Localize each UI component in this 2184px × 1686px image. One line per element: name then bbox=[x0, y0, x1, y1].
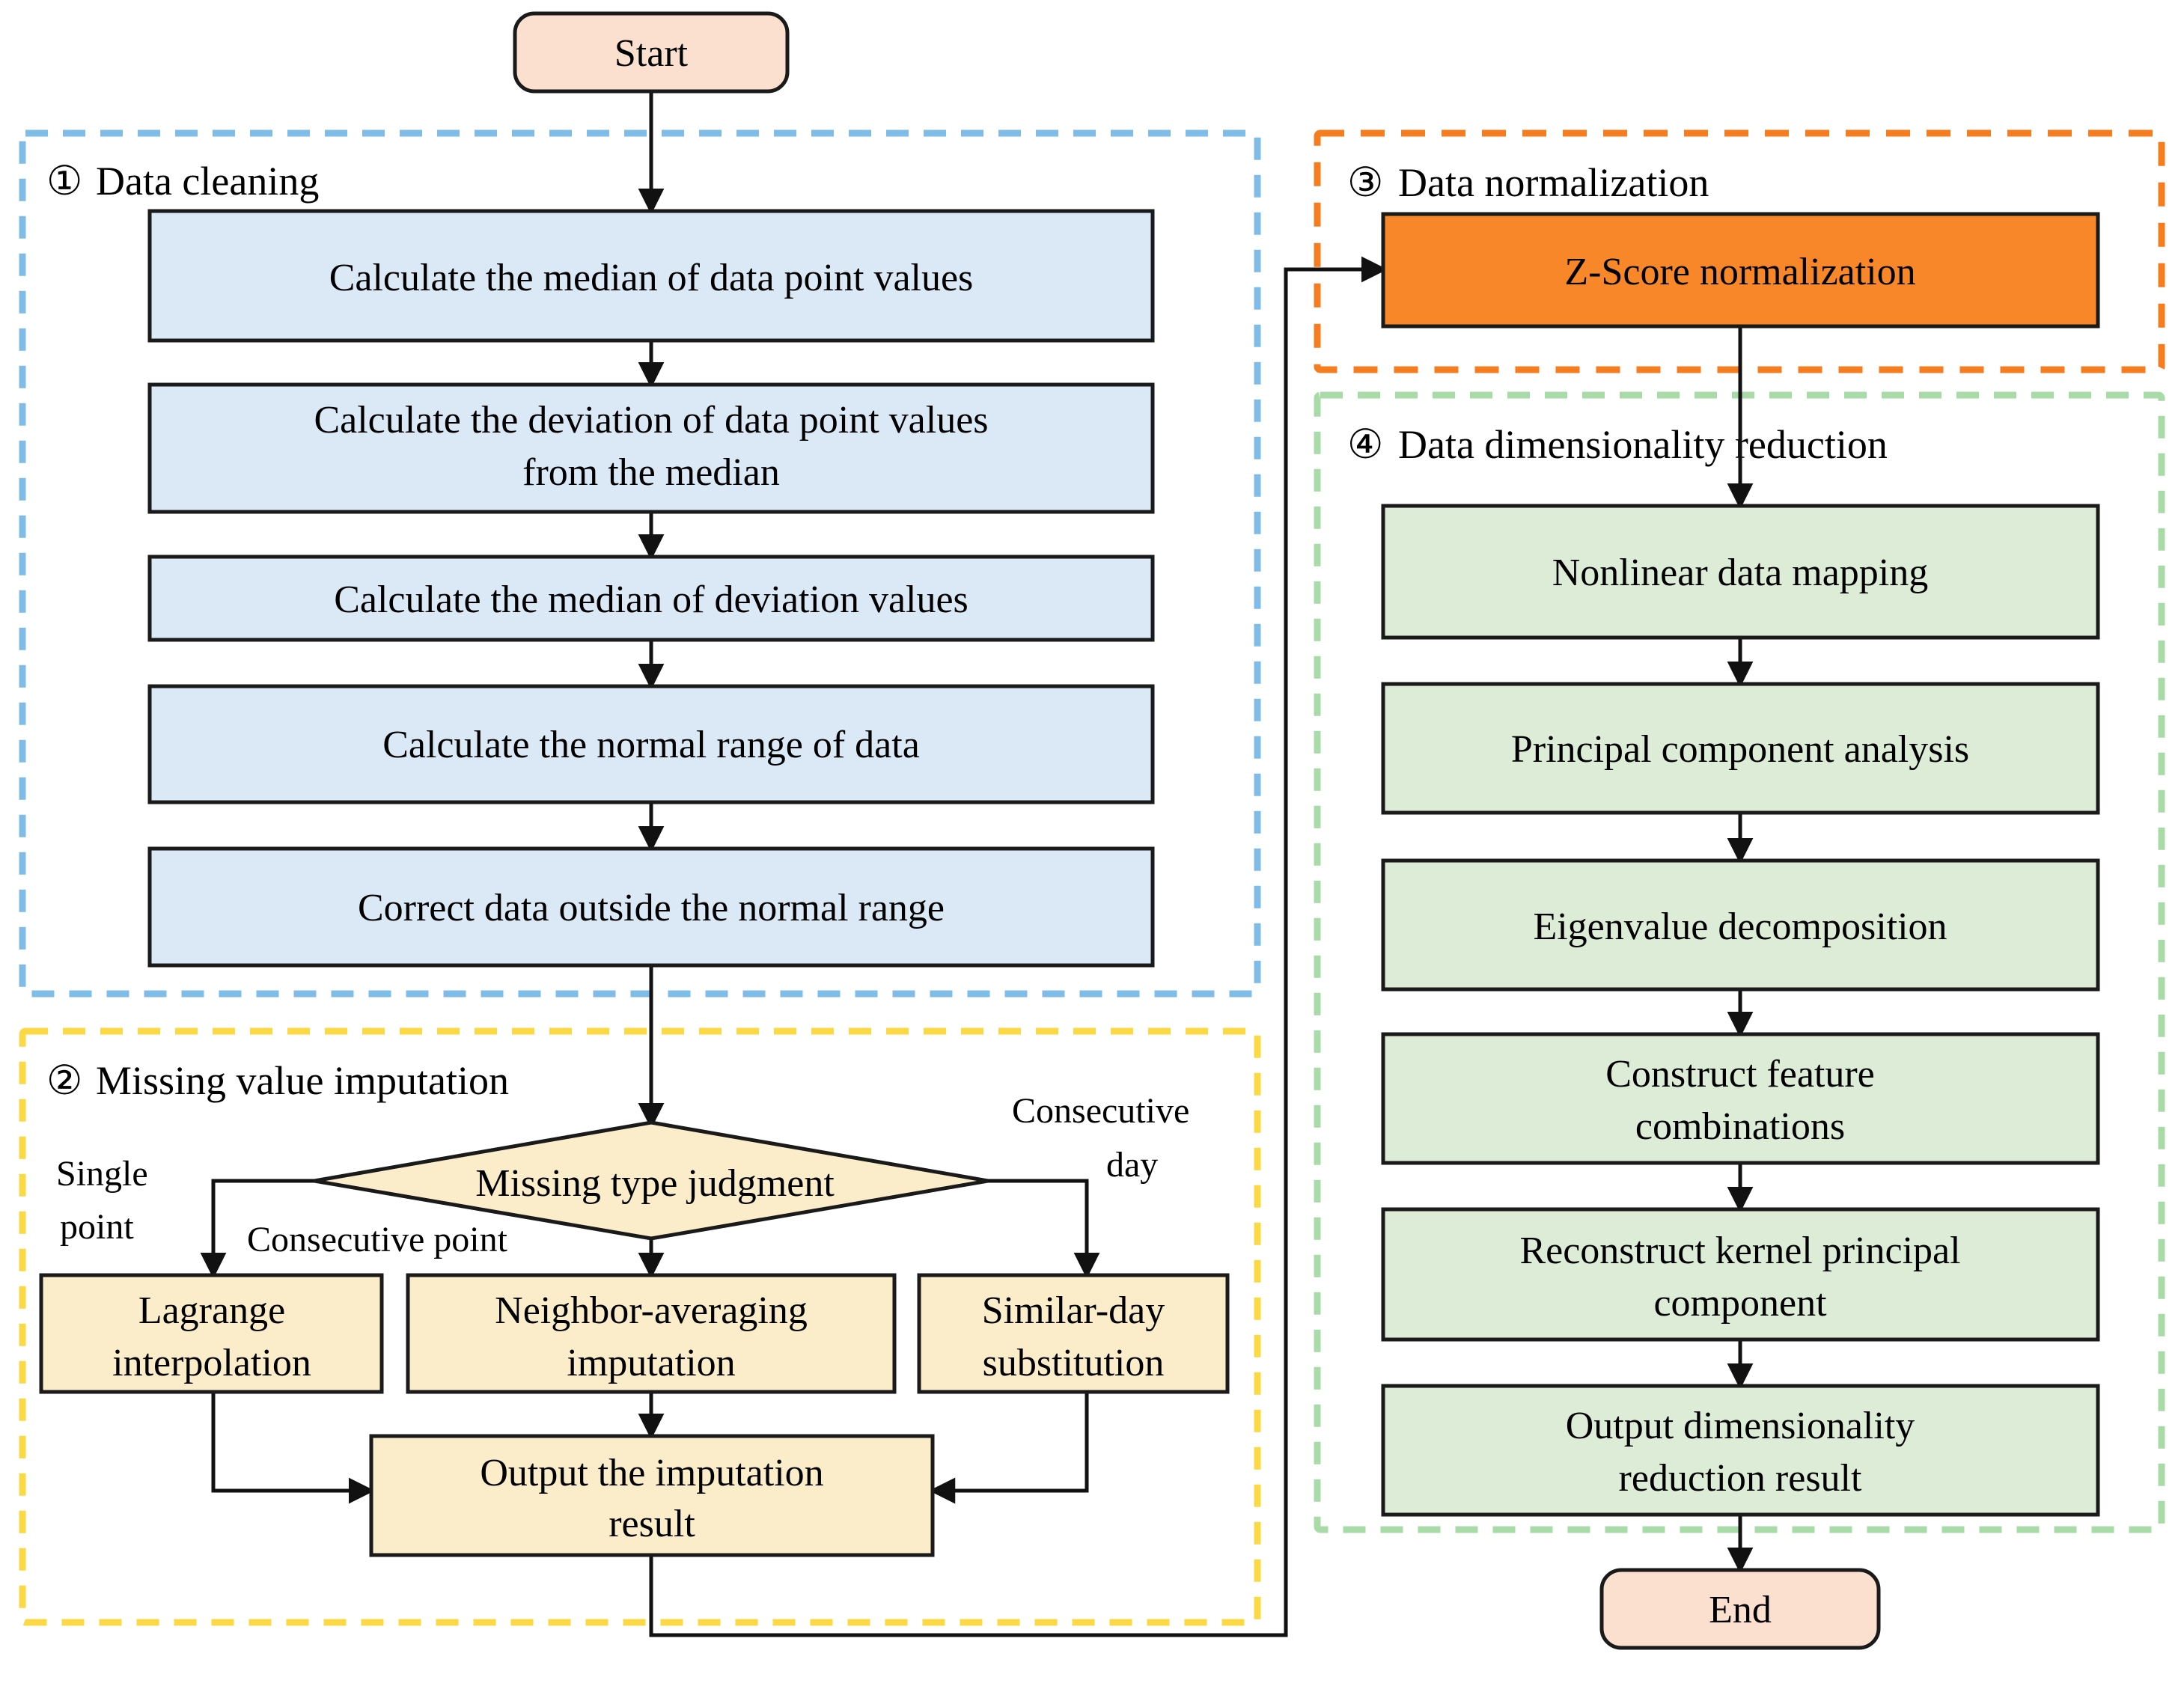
group-marker-data-dimensionality-reduction: ④ bbox=[1347, 422, 1383, 467]
node-construct-feature-combinations[interactable]: Construct feature combinations bbox=[1381, 1032, 2100, 1165]
group-border-data-cleaning bbox=[19, 129, 1261, 998]
group-label-missing-value-imputation: Missing value imputation bbox=[96, 1058, 509, 1103]
node-similar-day-substitution[interactable]: Similar-day substitution bbox=[917, 1273, 1230, 1394]
node-output-dimensionality-reduction-result-line1: Output dimensionality bbox=[1566, 1405, 1915, 1447]
edge-similarday-to-output bbox=[929, 1392, 1089, 1504]
node-z-score-normalization[interactable]: Z-Score normalization bbox=[1381, 212, 2100, 329]
group-label-data-normalization: Data normalization bbox=[1398, 160, 1709, 205]
node-cleaning-step-5[interactable]: Correct data outside the normal range bbox=[147, 846, 1155, 968]
edge-label-consecutive-point: Consecutive point bbox=[247, 1220, 508, 1259]
node-neighbor-averaging-imputation-line2: imputation bbox=[567, 1342, 735, 1384]
group-label-data-dimensionality-reduction: Data dimensionality reduction bbox=[1398, 422, 1888, 467]
node-eigenvalue-decomposition-label: Eigenvalue decomposition bbox=[1533, 905, 1947, 948]
node-output-imputation-result-line1: Output the imputation bbox=[480, 1452, 823, 1494]
node-cleaning-step-4-line1: Calculate the normal range of data bbox=[382, 724, 920, 766]
node-principal-component-analysis[interactable]: Principal component analysis bbox=[1381, 682, 2100, 815]
node-output-dimensionality-reduction-result-line2: reduction result bbox=[1619, 1457, 1862, 1500]
node-cleaning-step-3[interactable]: Calculate the median of deviation values bbox=[147, 555, 1155, 642]
group-marker-data-cleaning: ① bbox=[46, 159, 82, 204]
group-marker-missing-value-imputation: ② bbox=[46, 1058, 82, 1103]
edge-label-single-point-line2: point bbox=[60, 1207, 134, 1247]
node-reconstruct-kernel-principal-component-line1: Reconstruct kernel principal bbox=[1519, 1230, 1960, 1272]
node-principal-component-analysis-label: Principal component analysis bbox=[1511, 728, 1969, 771]
node-cleaning-step-1[interactable]: Calculate the median of data point value… bbox=[147, 209, 1155, 343]
edge-label-consecutive-day-line1: Consecutive bbox=[1012, 1091, 1189, 1131]
node-lagrange-interpolation[interactable]: Lagrange interpolation bbox=[39, 1273, 384, 1394]
edge-decision-to-similarday bbox=[988, 1179, 1100, 1279]
edge-label-single-point-line1: Single bbox=[56, 1154, 148, 1194]
node-output-dimensionality-reduction-result[interactable]: Output dimensionality reduction result bbox=[1381, 1384, 2100, 1517]
node-construct-feature-combinations-line2: combinations bbox=[1635, 1105, 1845, 1148]
node-cleaning-step-2-line1: Calculate the deviation of data point va… bbox=[314, 399, 988, 442]
node-cleaning-step-2-line2: from the median bbox=[522, 451, 780, 494]
node-nonlinear-data-mapping-label: Nonlinear data mapping bbox=[1552, 552, 1929, 594]
node-lagrange-interpolation-line2: interpolation bbox=[112, 1342, 311, 1384]
node-eigenvalue-decomposition[interactable]: Eigenvalue decomposition bbox=[1381, 858, 2100, 992]
node-cleaning-step-1-line1: Calculate the median of data point value… bbox=[329, 257, 974, 299]
node-z-score-normalization-label: Z-Score normalization bbox=[1564, 251, 1915, 293]
node-similar-day-substitution-line2: substitution bbox=[983, 1342, 1165, 1384]
node-cleaning-step-2[interactable]: Calculate the deviation of data point va… bbox=[147, 382, 1155, 514]
node-cleaning-step-5-line1: Correct data outside the normal range bbox=[358, 887, 945, 929]
edge-output-to-zscore bbox=[649, 256, 1388, 1637]
node-output-imputation-result-line2: result bbox=[608, 1503, 695, 1545]
edge-decision-to-lagrange bbox=[200, 1179, 314, 1279]
node-reconstruct-kernel-principal-component-line2: component bbox=[1653, 1282, 1827, 1325]
node-output-imputation-result[interactable]: Output the imputation result bbox=[369, 1434, 935, 1557]
node-nonlinear-data-mapping[interactable]: Nonlinear data mapping bbox=[1381, 504, 2100, 640]
node-neighbor-averaging-imputation-line1: Neighbor-averaging bbox=[495, 1289, 808, 1332]
node-similar-day-substitution-line1: Similar-day bbox=[982, 1289, 1165, 1332]
node-start-label: Start bbox=[614, 32, 689, 75]
edge-lagrange-to-output bbox=[211, 1392, 375, 1504]
group-label-data-cleaning: Data cleaning bbox=[96, 159, 319, 204]
node-end-label: End bbox=[1709, 1589, 1772, 1631]
group-marker-data-normalization: ③ bbox=[1347, 160, 1383, 205]
node-reconstruct-kernel-principal-component[interactable]: Reconstruct kernel principal component bbox=[1381, 1207, 2100, 1342]
edge-label-consecutive-day-line2: day bbox=[1106, 1145, 1158, 1185]
node-start[interactable]: Start bbox=[513, 11, 790, 94]
node-lagrange-interpolation-line1: Lagrange bbox=[138, 1289, 285, 1332]
group-border-missing-value-imputation bbox=[19, 1027, 1261, 1626]
node-missing-type-judgment[interactable]: Missing type judgment bbox=[314, 1120, 989, 1241]
node-construct-feature-combinations-line1: Construct feature bbox=[1605, 1053, 1875, 1096]
node-cleaning-step-3-line1: Calculate the median of deviation values bbox=[334, 578, 969, 621]
node-missing-type-judgment-label: Missing type judgment bbox=[475, 1162, 835, 1205]
node-end[interactable]: End bbox=[1599, 1568, 1881, 1650]
node-cleaning-step-4[interactable]: Calculate the normal range of data bbox=[147, 684, 1155, 804]
node-neighbor-averaging-imputation[interactable]: Neighbor-averaging imputation bbox=[406, 1273, 897, 1394]
